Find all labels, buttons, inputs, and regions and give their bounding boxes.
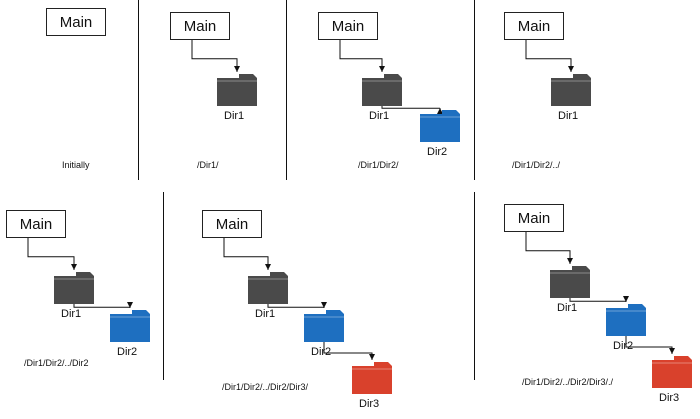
- path-caption: /Dir1/Dir2/../Dir2/Dir3/: [222, 382, 309, 392]
- folder-label: Dir3: [659, 392, 680, 404]
- main-node: Main: [202, 210, 262, 238]
- folder-icon: [550, 266, 590, 298]
- folder-label: Dir3: [359, 398, 380, 410]
- connector-arrow: [223, 238, 271, 270]
- path-caption: /Dir1/: [197, 160, 219, 170]
- main-node: Main: [46, 8, 106, 36]
- folder-label: Dir1: [369, 110, 390, 122]
- divider: [474, 0, 475, 180]
- divider: [138, 0, 139, 180]
- folder-label: Dir1: [61, 308, 82, 320]
- connector-arrow: [525, 232, 573, 264]
- connector-arrow: [569, 296, 629, 302]
- folder-icon: [420, 110, 460, 142]
- folder-icon: [54, 272, 94, 304]
- path-caption: /Dir1/Dir2/../Dir2: [24, 358, 89, 368]
- folder-label: Dir2: [613, 340, 634, 352]
- folder-icon: [652, 356, 692, 388]
- connector-arrow: [339, 40, 385, 72]
- folder-icon: [551, 74, 591, 106]
- folder-label: Dir2: [311, 346, 332, 358]
- main-node: Main: [504, 204, 564, 232]
- connector-arrow: [73, 302, 133, 308]
- folder-icon: [217, 74, 257, 106]
- connector-arrow: [625, 336, 675, 354]
- main-node: Main: [318, 12, 378, 40]
- folder-icon: [362, 74, 402, 106]
- folder-icon: [304, 310, 344, 342]
- connector-arrow: [267, 302, 327, 308]
- main-node: Main: [170, 12, 230, 40]
- path-caption: /Dir1/Dir2/../Dir2/Dir3/./: [522, 377, 614, 387]
- connector-arrow: [323, 342, 375, 360]
- connector-arrow: [381, 106, 443, 114]
- path-caption: /Dir1/Dir2/../: [512, 160, 561, 170]
- folder-icon: [110, 310, 150, 342]
- folder-icon: [352, 362, 392, 394]
- main-node: Main: [6, 210, 66, 238]
- folder-label: Dir1: [557, 302, 578, 314]
- divider: [474, 192, 475, 380]
- main-node: Main: [504, 12, 564, 40]
- connector-arrow: [27, 238, 77, 270]
- folder-label: Dir1: [255, 308, 276, 320]
- divider: [286, 0, 287, 180]
- path-caption: Initially: [62, 160, 90, 170]
- folder-label: Dir2: [117, 346, 138, 358]
- folder-label: Dir2: [427, 146, 448, 158]
- divider: [163, 192, 164, 380]
- folder-icon: [248, 272, 288, 304]
- folder-icon: [606, 304, 646, 336]
- path-caption: /Dir1/Dir2/: [358, 160, 399, 170]
- folder-label: Dir1: [224, 110, 245, 122]
- connector-arrow: [525, 40, 574, 72]
- folder-label: Dir1: [558, 110, 579, 122]
- connector-arrow: [191, 40, 240, 72]
